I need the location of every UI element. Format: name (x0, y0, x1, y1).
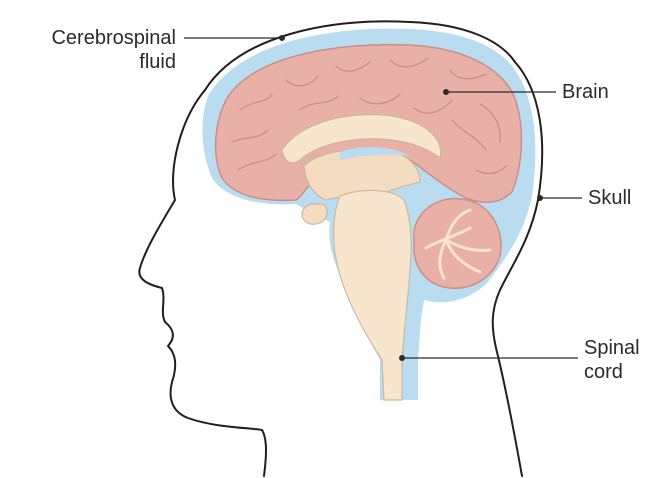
cerebellum (414, 198, 501, 288)
leader-skull-dot (538, 196, 543, 201)
label-brain: Brain (562, 80, 609, 104)
label-brain-text: Brain (562, 80, 609, 104)
label-skull: Skull (588, 186, 631, 210)
label-csf-line2: fluid (8, 50, 176, 74)
label-spinal-line2: cord (584, 360, 640, 384)
leader-csf-dot (280, 36, 285, 41)
label-cerebrospinal-fluid: Cerebrospinal fluid (8, 26, 176, 74)
brainstem (334, 190, 411, 400)
label-csf-line1: Cerebrospinal (8, 26, 176, 50)
label-spinal-line1: Spinal (584, 336, 640, 360)
pituitary-gland (302, 204, 327, 224)
leader-brain-dot (444, 90, 449, 95)
label-spinal-cord: Spinal cord (584, 336, 640, 384)
label-skull-text: Skull (588, 186, 631, 210)
leader-spinal-cord-dot (400, 356, 405, 361)
